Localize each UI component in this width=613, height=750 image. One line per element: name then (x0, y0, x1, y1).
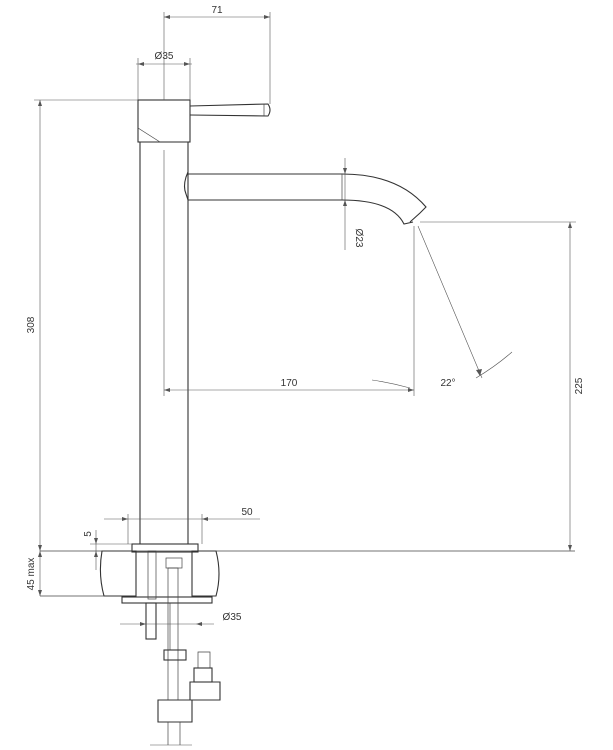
dim-shank-diameter: Ø35 (223, 612, 242, 623)
faucet-body (131, 99, 427, 553)
deck-section (40, 550, 575, 745)
dim-total-height: 308 (26, 316, 37, 333)
dim-deck-thickness: 45 max (26, 558, 37, 591)
dim-handle-diameter: Ø35 (155, 51, 174, 62)
dim-spout-reach: 170 (281, 378, 298, 389)
dim-angle: 22° (440, 378, 455, 389)
dim-base-width: 50 (241, 507, 253, 518)
dim-top-width: 71 (211, 5, 223, 16)
dim-spout-diameter: Ø23 (353, 229, 364, 248)
dimension-lines (34, 12, 576, 746)
dim-base-gap: 5 (83, 531, 94, 537)
dim-spout-height: 225 (574, 377, 585, 394)
